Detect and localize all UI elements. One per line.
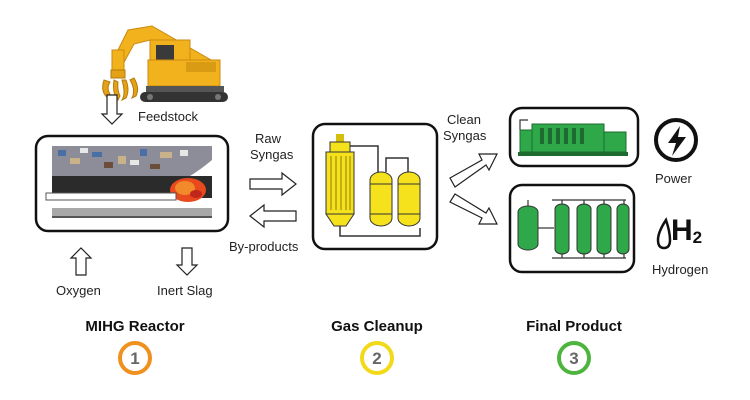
generator-icon [518, 119, 628, 156]
clean-syngas-arrow-down [449, 193, 498, 225]
hydrogen-plant-icon [517, 199, 630, 259]
stage-title-reactor: MIHG Reactor [85, 318, 185, 335]
lightning-bolt-icon [654, 118, 698, 162]
stage-badge-3: 3 [557, 341, 591, 375]
hydrogen-label: Hydrogen [652, 262, 709, 277]
power-label: Power [655, 171, 692, 186]
excavator-icon [102, 25, 228, 102]
raw-syngas-label-line1: Raw [255, 131, 282, 146]
raw-syngas-label-line2: Syngas [250, 147, 294, 162]
oxygen-arrow [69, 247, 93, 276]
cleanup-vessels-icon [325, 134, 421, 237]
hydrogen-drop-icon [656, 217, 672, 250]
h2-subscript: 2 [692, 228, 703, 247]
clean-syngas-label-line1: Clean [447, 112, 481, 127]
stage-badge-1: 1 [118, 341, 152, 375]
fire-icon [170, 178, 206, 202]
inert-slag-label: Inert Slag [157, 283, 213, 298]
oxygen-label: Oxygen [56, 283, 101, 298]
feedstock-label: Feedstock [138, 109, 198, 124]
feedstock-arrow [100, 94, 124, 125]
hydrogen-symbol: H2 [671, 216, 702, 253]
clean-syngas-arrow-up [449, 153, 498, 188]
byproducts-label: By-products [229, 239, 299, 254]
reactor-interior [45, 146, 212, 218]
clean-syngas-label-line2: Syngas [443, 128, 487, 143]
stage-badge-2: 2 [360, 341, 394, 375]
stage-title-cleanup: Gas Cleanup [331, 318, 423, 335]
slag-arrow [175, 247, 199, 276]
byproducts-arrow [249, 203, 297, 229]
h2-letter: H [671, 214, 693, 247]
raw-syngas-arrow [249, 171, 297, 197]
stage-title-final: Final Product [526, 318, 622, 335]
